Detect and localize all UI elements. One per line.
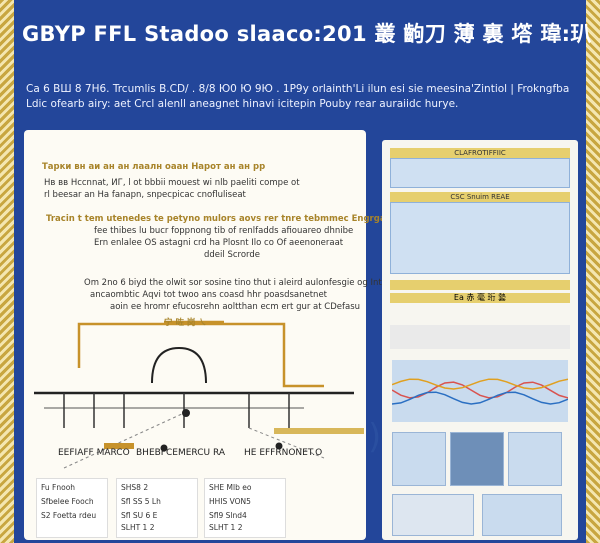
orange-connector-top: [77, 322, 286, 368]
dashed-link-2: [248, 427, 325, 459]
table-block-1: CLAFROTIFFIIC: [390, 148, 570, 188]
thumbnail-3: [508, 432, 562, 486]
node-dot-3: [275, 442, 283, 450]
series-gold: [392, 378, 568, 390]
poster-subtitle: Ca 6 ВШ 8 7Н6. Trcumlis B.CD/ . 8/8 Ю0 Ю…: [26, 83, 570, 110]
node-dot-2: [160, 444, 168, 452]
legend-right-3: Sfl9 Slnd4: [209, 511, 247, 520]
gray-spacer: [390, 325, 570, 349]
node-label-1: EEFIAFF MARCO: [58, 448, 130, 458]
para1-line-6: ddeil Scrorde: [204, 250, 260, 260]
legend-right-1: SHE Mlb eo: [209, 483, 252, 492]
line-chart: [392, 360, 568, 422]
table-body-1: [390, 158, 570, 188]
legend-box-1: Fu Fnooh Sfbelee Fooch S2 Foetta rdeu: [36, 478, 108, 538]
para1-line-1: Hв вв Hccnnat, ИГ, l оt bbbii mouest wi …: [44, 178, 300, 188]
flow-diagram: [34, 320, 364, 469]
legend-label-1: Fu Fnooh: [41, 483, 76, 492]
orange-connector-right: [282, 368, 324, 388]
poster-title: GBYP FFL Stadoo slaaco:201 叢 齣刀 薄 裏 㙮 瑋:…: [22, 22, 600, 46]
node-label-2: BHEBFCEMERCU RA: [136, 448, 225, 458]
diagram-tag: 宁 咗 岗 ㇏: [164, 318, 207, 328]
gold-block-2: [274, 428, 364, 434]
table-body-2: [390, 202, 570, 274]
thumbnail-1: [392, 432, 446, 486]
table-header-2: CSC Snuim REAE: [390, 192, 570, 202]
table-block-2: CSC Snuim REAE: [390, 192, 570, 274]
series-blue: [392, 391, 568, 405]
right-decorative-stripe: [586, 0, 600, 543]
thumbnail-4: [392, 494, 474, 536]
para2-line-2: ancaombtic Aqvi tot twoo ans coasd hhr p…: [90, 290, 328, 300]
chart-bg: [392, 360, 568, 422]
thumbnail-5: [482, 494, 562, 536]
legend-value-2: Sfl SS 5 Lh: [121, 497, 161, 506]
legend-value-1: SHS8 2: [121, 483, 149, 492]
gold-strip-1: [390, 280, 570, 290]
footer-label: Ea 赤 毫 珩 㙯: [390, 293, 570, 303]
legend-value-3: Sfl SU 6 E: [121, 511, 158, 520]
legend-label-3: S2 Foetta rdeu: [41, 511, 97, 520]
series-red: [392, 381, 568, 399]
para2-line-1: Om 2no 6 biyd the olwit sor sosine tino …: [84, 278, 416, 288]
legend-box-3: SHE Mlb eo HHIS VON5 Sfl9 Slnd4 SLHT 1 2: [204, 478, 286, 538]
para1-line-4: fee thibes lu bucr foppnong tib of renlf…: [94, 226, 354, 236]
legend-right-2: HHIS VON5: [209, 497, 251, 506]
para1-line-2: rl beesar an Ha fanapn, snpecpicac cnofl…: [44, 190, 246, 200]
table-header-1: CLAFROTIFFIIC: [390, 148, 570, 158]
data-panel: CLAFROTIFFIIC CSC Snuim REAE Ea 赤 毫 珩 㙯: [382, 140, 578, 540]
legend-label-2: Sfbelee Fooch: [41, 497, 94, 506]
legend-value-4: SLHT 1 2: [121, 523, 155, 532]
para1-line-5: Ern enlalee OS astagni crd ha Plosnt Ilo…: [94, 238, 344, 248]
para1-line-3: Tracin t tem utenedes te petyno mulors a…: [46, 214, 394, 224]
legend-right-4: SLHT 1 2: [209, 523, 243, 532]
thumbnail-2: [450, 432, 504, 486]
dashed-link-1: [63, 412, 185, 469]
arch-connector: [151, 346, 207, 384]
diagram-panel: Тарки вн аи ан ан лаалн оаан Нaрот ан ан…: [24, 130, 416, 540]
left-decorative-stripe: [0, 0, 14, 543]
gold-block-1: [104, 443, 134, 449]
node-dot-1: [182, 409, 190, 417]
node-label-3: HE EFFRNONET.O: [244, 448, 323, 458]
right-paren-decoration: ): [368, 417, 382, 457]
legend-box-2: SHS8 2 Sfl SS 5 Lh Sfl SU 6 E SLHT 1 2: [116, 478, 198, 538]
bar-strip: Ea 赤 毫 珩 㙯: [390, 280, 570, 303]
para2-line-3: aoin ee hromr efucosrehn aoltthan ecm er…: [110, 302, 361, 312]
panel-heading: Тарки вн аи ан ан лаалн оаан Нaрот ан ан…: [42, 162, 266, 172]
